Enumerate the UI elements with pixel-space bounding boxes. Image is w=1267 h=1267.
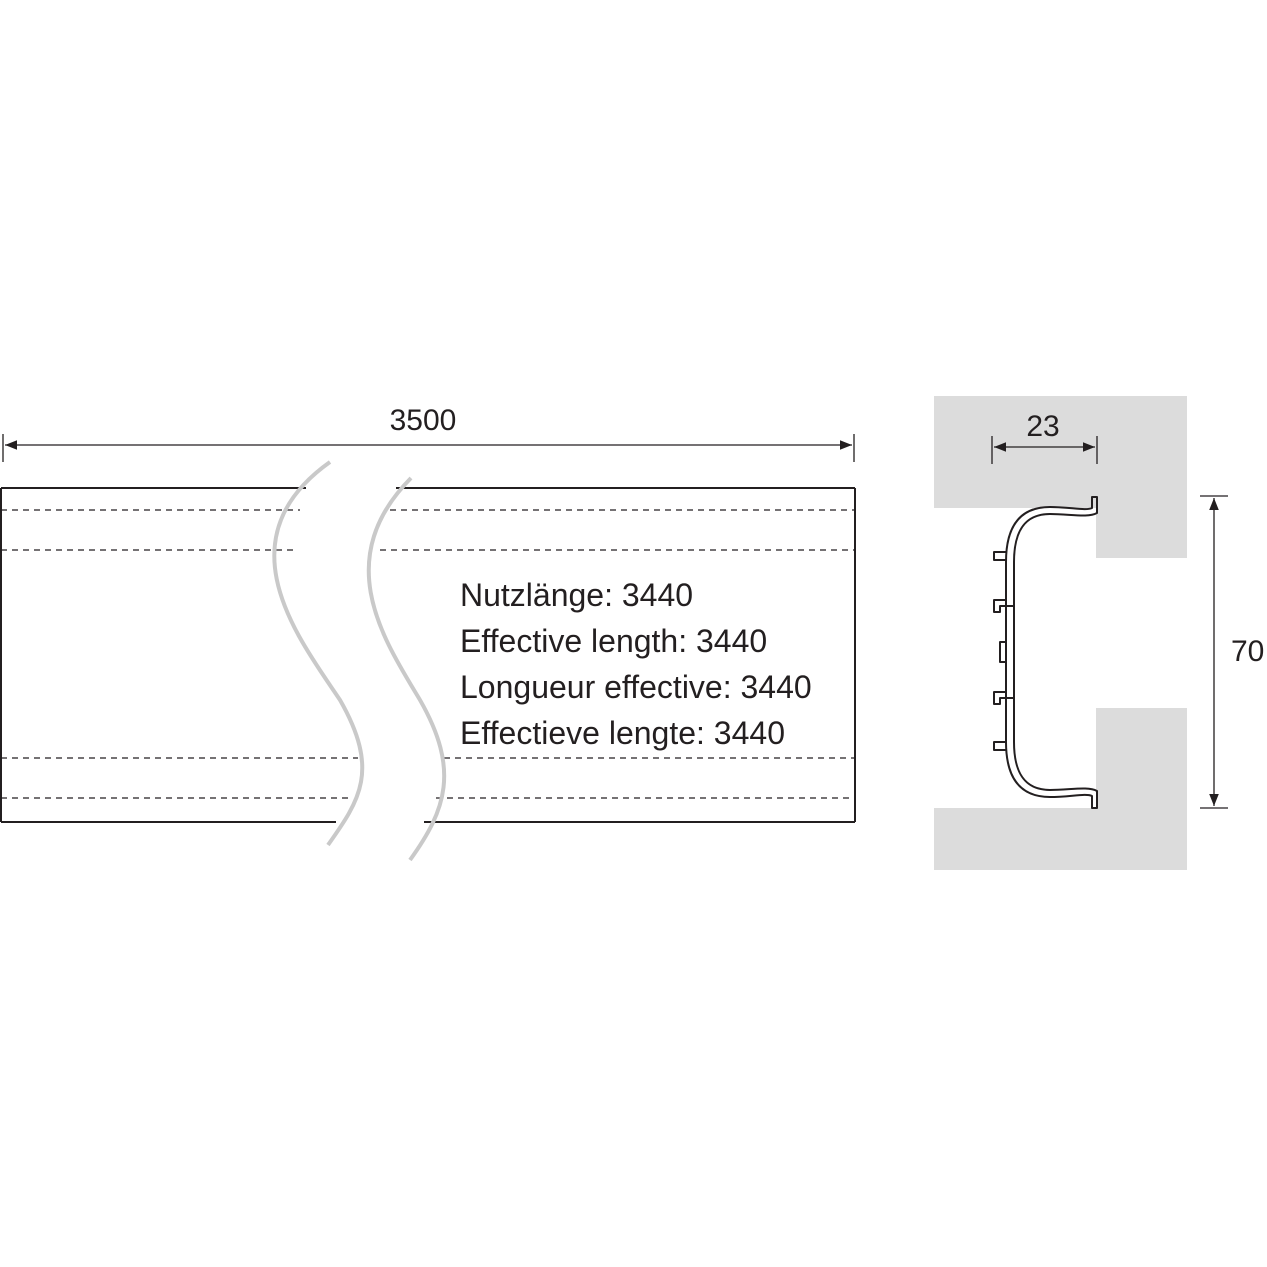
- depth-dimension: 23: [991, 410, 1098, 464]
- wall-section-top: [934, 396, 1187, 558]
- height-dimension-value: 70: [1231, 635, 1264, 668]
- length-dimension-value: 3500: [390, 404, 457, 437]
- effective-length-de: Nutzlänge: 3440: [460, 577, 693, 613]
- break-line-left: [272, 460, 365, 847]
- length-dimension: 3500: [2, 404, 855, 462]
- section-view: 23 70: [934, 396, 1264, 870]
- break-line-right: [366, 476, 447, 862]
- profile-rib-5: [993, 741, 1006, 751]
- profile-rib-2: [993, 599, 1014, 613]
- depth-dimension-value: 23: [1026, 410, 1059, 443]
- height-dimension: 70: [1200, 495, 1264, 809]
- profile-side-outline: [0, 487, 856, 823]
- side-view: 3500 Nutzlänge: 3440 Effective: [0, 404, 856, 862]
- profile-rib-1: [993, 551, 1006, 561]
- profile-cross-section: [993, 496, 1098, 809]
- effective-length-fr: Longueur effective: 3440: [460, 669, 812, 705]
- effective-length-nl: Effectieve lengte: 3440: [460, 715, 785, 751]
- profile-rib-3: [999, 641, 1006, 663]
- profile-shell: [1005, 496, 1098, 809]
- effective-length-en: Effective length: 3440: [460, 623, 767, 659]
- wall-section-bottom: [934, 708, 1187, 870]
- profile-rib-4: [993, 691, 1014, 705]
